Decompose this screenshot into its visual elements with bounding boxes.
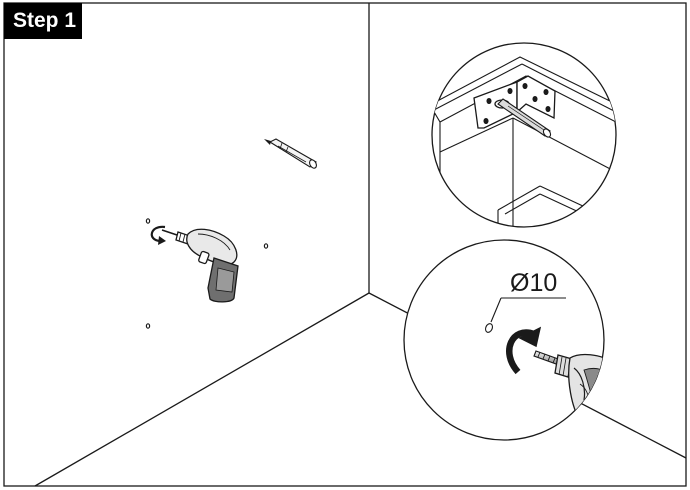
frame-border xyxy=(3,2,687,487)
wall-anchor-plug xyxy=(264,138,317,169)
drill-hole xyxy=(263,243,269,249)
dimension-leader xyxy=(490,297,502,323)
detail-callout-bracket xyxy=(431,42,617,228)
floor-left-line xyxy=(34,292,370,487)
hole-diameter-label: Ø10 xyxy=(510,269,558,297)
detail-callout-drilling xyxy=(403,239,605,441)
rotation-arrow-icon xyxy=(506,329,536,375)
hole-marker xyxy=(484,323,494,333)
drill-hole xyxy=(145,218,151,224)
step-label: Step 1 xyxy=(4,3,82,39)
power-drill-icon xyxy=(161,228,239,303)
rotation-arrow-icon xyxy=(150,225,166,243)
wall-holes xyxy=(145,218,269,329)
arrow-head xyxy=(158,236,166,245)
drill-hole xyxy=(145,323,151,329)
